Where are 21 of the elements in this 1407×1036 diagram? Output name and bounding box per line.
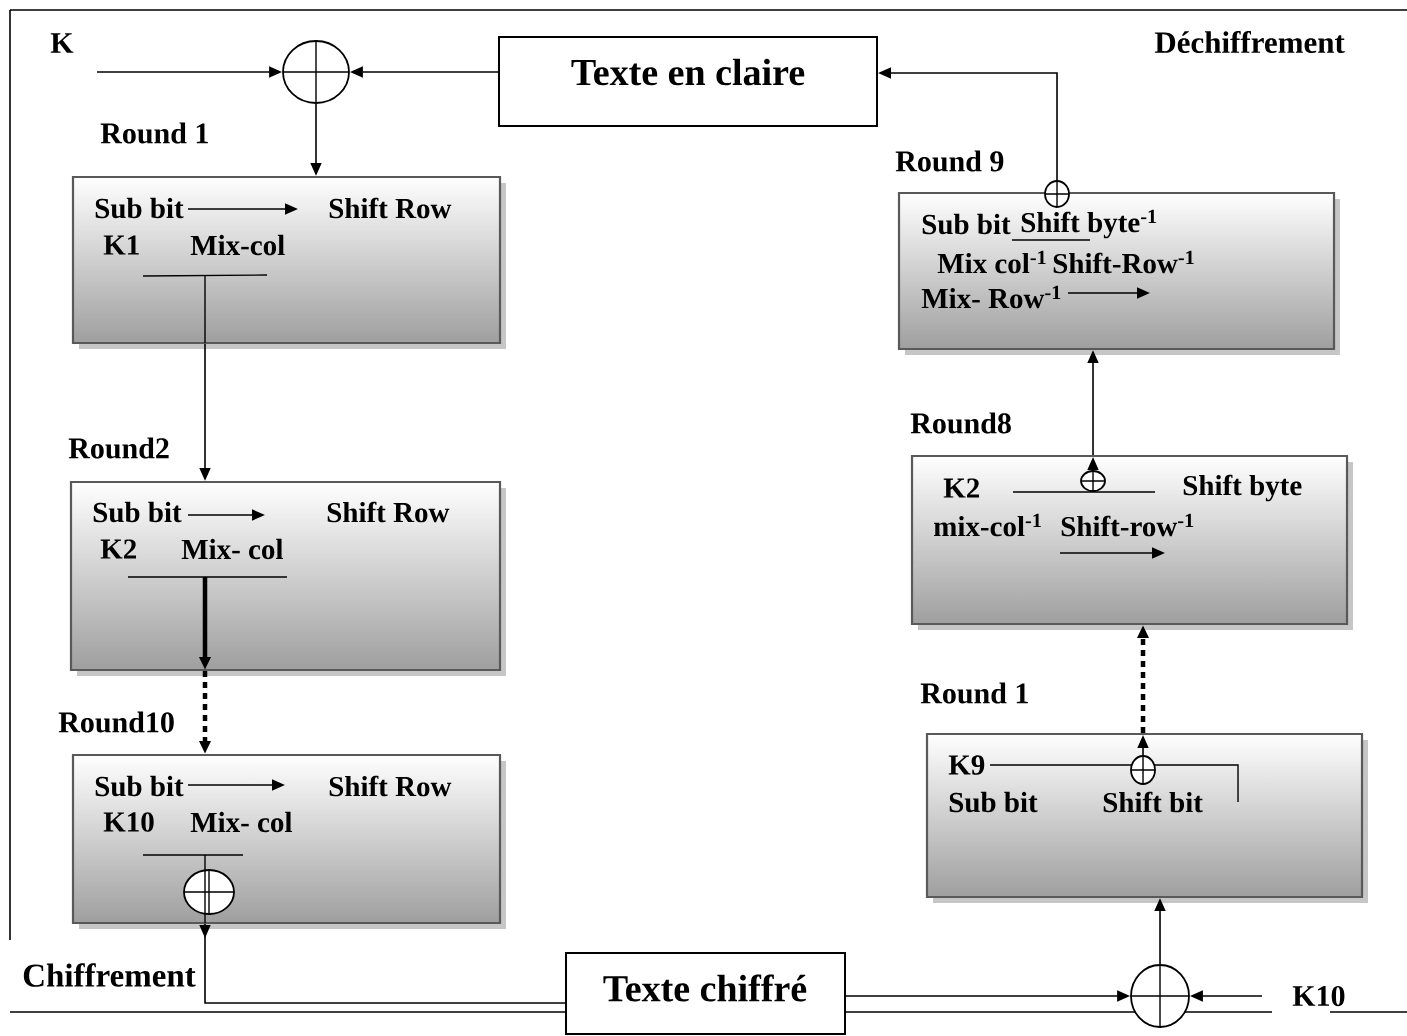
round-label: Round8 (910, 412, 1011, 434)
process-box: K9 Sub bit Shift bit (925, 732, 1368, 903)
process-box: Sub bit Shift Row K2 Mix- col (69, 480, 506, 676)
xor-symbol (282, 40, 350, 104)
round-label: Round 9 (895, 150, 1004, 172)
text-label: K10 (1292, 985, 1345, 1007)
process-box: Sub bit Shift Row K10 Mix- col (71, 753, 506, 929)
text-label: Déchiffrement (1154, 30, 1345, 54)
text-label: Chiffrement (23, 963, 196, 987)
text-label: K (50, 33, 74, 53)
round-label: Round 1 (920, 682, 1028, 704)
xor-symbol (1130, 964, 1190, 1028)
round-label: Round10 (58, 711, 174, 733)
text-box: Texte en claire (498, 36, 878, 127)
round-label: Round 1 (100, 122, 208, 144)
round-label: Round2 (68, 437, 169, 459)
process-box: Sub bit Shift byte$^{-1}$ Mix col$^{-1}$ Shift-Row$^{-1}$ Mix- Row$^{-1}$ (897, 191, 1340, 355)
process-box: Sub bit Shift Row K1 Mix-col (71, 175, 506, 349)
arrow (199, 923, 566, 1004)
text-box: Texte chiffré (565, 952, 846, 1035)
process-box: K2 Shift byte mix-col$^{-1}$ Shift-row$^{-1}$ (910, 454, 1353, 630)
